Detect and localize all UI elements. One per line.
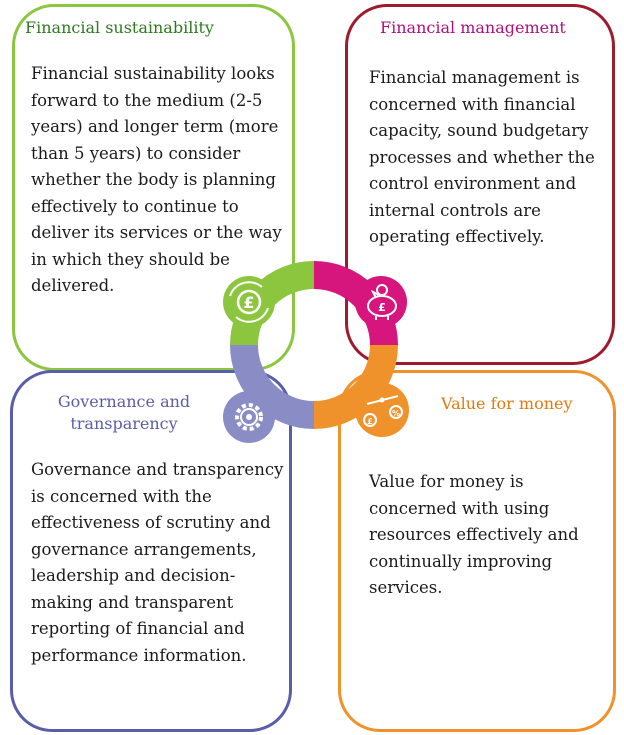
card-title: Financial sustainability [25, 18, 214, 37]
card-body: Governance and transparency is concerned… [31, 460, 284, 665]
card-body: Financial sustainability looks forward t… [31, 64, 282, 295]
card-title: Financial management [380, 18, 566, 37]
card-financial-management: Financial management Financial managemen… [345, 4, 615, 365]
card-financial-sustainability: Financial sustainability Financial susta… [12, 4, 295, 371]
card-body: Financial management is concerned with f… [369, 68, 595, 246]
card-title: Governance and transparency [57, 392, 191, 433]
card-value-for-money: Value for money Value for money is conce… [338, 370, 616, 732]
card-governance-transparency: Governance and transparency Governance a… [10, 370, 292, 732]
card-title: Value for money [441, 394, 573, 413]
card-body: Value for money is concerned with using … [369, 472, 579, 597]
